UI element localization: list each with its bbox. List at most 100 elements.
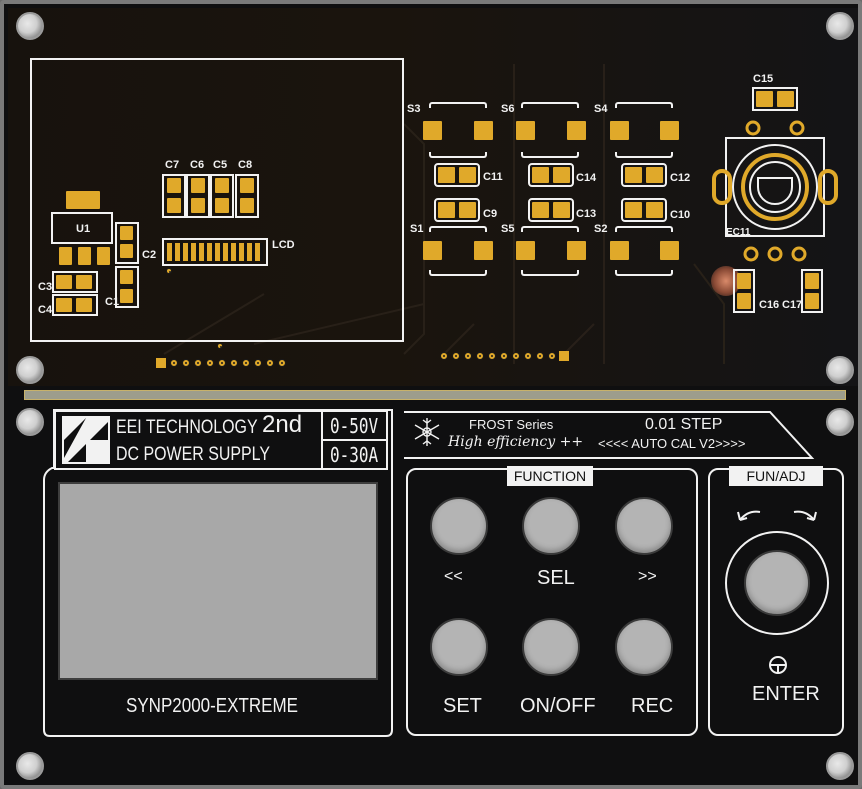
led-glow [711,266,741,296]
set-button-label: SET [443,695,482,717]
c9-outline [434,198,480,222]
sel-button-label: SEL [537,567,575,589]
display-panel-outline [43,409,393,737]
enter-label: ENTER [752,683,820,705]
c8-outline [235,174,259,218]
s5-outline-bot [521,270,579,276]
s5-pad [567,241,586,260]
u1-pin-pad [97,247,110,265]
s2-outline-top [615,226,673,232]
rec-button-label: REC [631,695,674,717]
ec11-label: EC11 [726,227,751,238]
c15-pad [756,91,773,107]
c5-pad [215,178,229,193]
c3-outline [52,271,98,293]
c9-label: C9 [483,208,498,220]
c13-pad [553,202,570,218]
mounting-hole [826,752,854,780]
c4-outline [52,294,98,316]
s6-label: S6 [501,103,515,115]
c15-outline [752,87,798,111]
onoff-button[interactable] [522,618,580,676]
c3-label: C3 [38,281,53,293]
brand-name: EEI TECHNOLOGY [116,417,258,438]
sel-button[interactable] [522,497,580,555]
fun-adj-title: FUN/ADJ [729,466,823,486]
c2-pad [120,226,133,240]
mounting-hole [16,408,44,436]
c8-pad [240,198,254,213]
c3-pad [56,275,72,289]
lcd-pin1-marker [166,268,172,274]
s1-outline-bot [429,270,487,276]
s3-pad [423,121,442,140]
lcd-connector-outline [162,238,268,266]
mounting-hole [16,752,44,780]
c6-outline [186,174,210,218]
series-tagline: High efficiency ++ [448,434,584,450]
s4-label: S4 [594,103,608,115]
s3-outline-top [429,102,487,108]
model-name: SYNP2000-EXTREME [126,695,298,717]
left-button[interactable] [430,497,488,555]
c2-label: C2 [142,249,157,261]
c10-outline [621,198,667,222]
u1-label: U1 [76,223,91,235]
c16-label: C16 [759,299,780,311]
c12-label: C12 [670,172,691,184]
c8-pad [240,178,254,193]
series-banner-outline [404,411,815,459]
rotate-arrows-icon [737,510,817,521]
c7-label: C7 [165,159,180,171]
s1-pad [474,241,493,260]
c3-pad [76,275,92,289]
right-button[interactable] [615,497,673,555]
s2-pad [660,241,679,260]
c16-outline [733,269,755,313]
c9-pad [438,202,455,218]
lcd-label: LCD [272,239,295,251]
c11-pad [438,167,455,183]
header-middle [440,351,572,363]
header-left [156,358,286,370]
lcd-module-outline [30,58,404,342]
onoff-button-label: ON/OFF [520,695,596,717]
s3-pad [474,121,493,140]
s1-outline-top [429,226,487,232]
s4-pad [660,121,679,140]
c7-pad [167,178,181,193]
c8-label: C8 [238,159,253,171]
s1-label: S1 [410,223,424,235]
encoder-knob[interactable] [744,550,810,616]
enter-icon [769,656,787,674]
rec-button[interactable] [615,618,673,676]
component-area [8,8,858,386]
c2-pad [120,244,133,258]
c11-pad [459,167,476,183]
c10-pad [646,202,663,218]
copper-traces [163,64,725,364]
c4-pad [76,298,92,312]
c11-outline [434,163,480,187]
c13-outline [528,198,574,222]
s5-pad [516,241,535,260]
s1-pad [423,241,442,260]
s6-outline-top [521,102,579,108]
c17-pad [805,273,819,289]
s6-pad [516,121,535,140]
c16-pad [737,293,751,309]
s5-outline-top [521,226,579,232]
set-button[interactable] [430,618,488,676]
brand-edition: 2nd [262,411,303,438]
s3-label: S3 [407,103,421,115]
voltage-range: 0-50V [330,414,379,438]
c14-label: C14 [576,172,597,184]
right-button-label: >> [638,568,657,585]
s5-label: S5 [501,223,515,235]
c1-label: C1 [105,296,120,308]
c6-pad [191,198,205,213]
left-button-label: << [444,568,463,585]
c9-pad [459,202,476,218]
s4-pad [610,121,629,140]
s3-outline-bot [429,152,487,158]
